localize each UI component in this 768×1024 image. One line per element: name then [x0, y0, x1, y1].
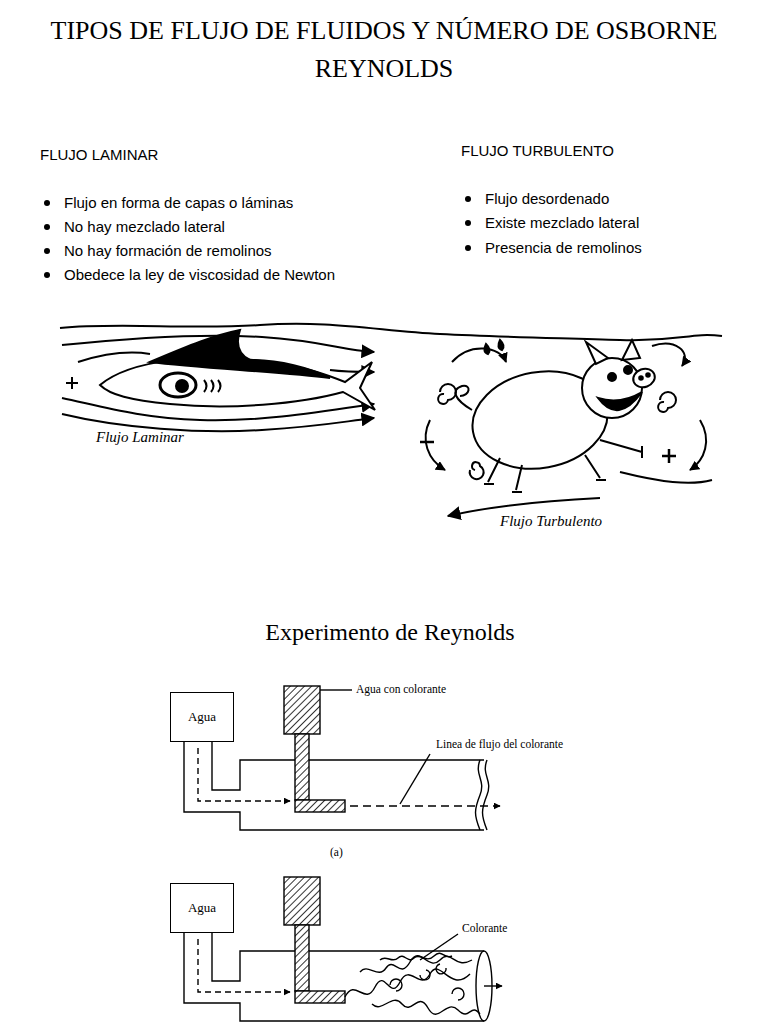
- pig-drawing-part: [582, 358, 642, 418]
- bullet-item-text: Presencia de remolinos: [485, 239, 642, 256]
- apparatus-a-part: [295, 734, 309, 800]
- pig-drawing-part: [639, 376, 643, 380]
- bullet-dot: [465, 245, 471, 251]
- section-heading: FLUJO TURBULENTO: [461, 142, 614, 160]
- apparatus-a-part: [400, 754, 430, 804]
- bullet-item: Presencia de remolinos: [485, 239, 642, 257]
- apparatus-b-part: [420, 934, 458, 960]
- pig-drawing-part: [452, 348, 506, 362]
- pig-drawing-part: [624, 366, 632, 374]
- pig-drawing-part: [484, 340, 503, 354]
- apparatus-b-part: [184, 933, 484, 1021]
- callout-label: Colorante: [462, 922, 507, 936]
- shark-drawing: [62, 330, 375, 431]
- bullet-dot: [465, 196, 471, 202]
- tank-box: Agua: [170, 692, 234, 742]
- drawing-caption-text: Flujo Laminar: [96, 429, 184, 445]
- bullet-item-text: Flujo desordenado: [485, 190, 609, 207]
- tank-label: Agua: [188, 900, 216, 916]
- apparatus-a-part: [483, 760, 489, 830]
- apparatus-b-part: [360, 956, 472, 973]
- bullet-item-text: Existe mezclado lateral: [485, 214, 639, 231]
- drawing-caption: Flujo Turbulento: [500, 512, 602, 530]
- drawing-caption: Flujo Laminar: [96, 428, 184, 446]
- shark-drawing-part: [204, 380, 221, 392]
- apparatus-b-part: [484, 985, 502, 986]
- pig-drawing-part: [690, 420, 706, 470]
- drawing-caption-text: Flujo Turbulento: [500, 513, 602, 529]
- apparatus-b-part: [372, 1000, 480, 1014]
- pig-drawing-part: [652, 344, 685, 366]
- tank-box: Agua: [170, 883, 234, 933]
- pig-drawing-part: [455, 386, 472, 410]
- callout-label-text: Colorante: [462, 922, 507, 934]
- figure-tag: (a): [330, 846, 343, 860]
- section-heading-text: FLUJO LAMINAR: [40, 146, 158, 163]
- tank-label: Agua: [188, 709, 216, 725]
- bullet-item-text: Flujo en forma de capas o láminas: [64, 194, 293, 211]
- pig-drawing-part: [586, 342, 608, 364]
- shark-drawing-part: [66, 377, 78, 389]
- callout-label: Agua con colorante: [356, 683, 446, 697]
- section-heading: FLUJO LAMINAR: [40, 146, 158, 164]
- pig-drawing-part: [426, 420, 445, 470]
- pig-drawing-part: [620, 472, 712, 483]
- pig-drawing-part: [484, 440, 642, 492]
- apparatus-a-part: [295, 800, 345, 812]
- bullet-item: Existe mezclado lateral: [485, 214, 639, 232]
- bullet-dot: [44, 200, 50, 206]
- apparatus-b-part: [295, 925, 309, 991]
- page-title: TIPOS DE FLUJO DE FLUIDOS Y NÚMERO DE OS…: [40, 12, 728, 88]
- callout-label: Linea de flujo del colorante: [436, 738, 563, 752]
- shark-drawing-part: [78, 353, 150, 362]
- pig-drawing-part: [598, 392, 642, 410]
- pig-drawing-part: [608, 373, 616, 381]
- callout-label-text: Agua con colorante: [356, 683, 446, 695]
- pig-drawing-part: [622, 340, 640, 360]
- apparatus-a-part: [198, 748, 290, 801]
- callout-label-text: Linea de flujo del colorante: [436, 738, 563, 750]
- bullet-item: Flujo en forma de capas o láminas: [64, 194, 293, 212]
- apparatus-a-part: [184, 742, 484, 830]
- bullet-item: Flujo desordenado: [485, 190, 609, 208]
- bullet-item-text: Obedece la ley de viscosidad de Newton: [64, 266, 335, 283]
- pig-drawing-part: [420, 441, 434, 444]
- section-heading-text: Experimento de Reynolds: [265, 619, 514, 645]
- bullet-item: No hay mezclado lateral: [64, 218, 225, 236]
- section-heading-text: FLUJO TURBULENTO: [461, 142, 614, 159]
- pig-drawing-part: [658, 392, 676, 412]
- apparatus-a-part: [476, 760, 482, 830]
- bullet-dot: [44, 248, 50, 254]
- bullet-item: No hay formación de remolinos: [64, 242, 272, 260]
- pig-drawing-part: [662, 449, 676, 463]
- figure-tag-text: (a): [330, 846, 343, 858]
- pig-drawing-part: [438, 384, 456, 404]
- shark-drawing-part: [176, 380, 188, 392]
- apparatus-b-part: [390, 964, 464, 1000]
- shark-drawing-part: [160, 373, 196, 397]
- bullet-item: Obedece la ley de viscosidad de Newton: [64, 266, 335, 284]
- bullet-item-text: No hay formación de remolinos: [64, 242, 272, 259]
- bullet-dot: [44, 272, 50, 278]
- bullet-dot: [44, 224, 50, 230]
- shark-drawing-part: [62, 414, 374, 431]
- apparatus-b-part: [198, 939, 290, 992]
- bullet-item-text: No hay mezclado lateral: [64, 218, 225, 235]
- section-heading: Experimento de Reynolds: [265, 618, 514, 647]
- pig-drawing-part: [646, 373, 650, 377]
- apparatus-b-part: [295, 991, 345, 1003]
- apparatus-a-part: [284, 686, 320, 734]
- pig-drawing-part: [470, 462, 484, 479]
- apparatus-a-part: [320, 689, 352, 690]
- pig-drawing: [420, 340, 712, 516]
- apparatus-b-part: [284, 877, 320, 925]
- pig-drawing-part: [631, 366, 658, 390]
- bullet-dot: [465, 220, 471, 226]
- apparatus-b-part: [380, 953, 452, 960]
- apparatus-b-part: [345, 969, 470, 997]
- shark-drawing-part: [150, 330, 330, 378]
- apparatus-a-part: [350, 805, 500, 806]
